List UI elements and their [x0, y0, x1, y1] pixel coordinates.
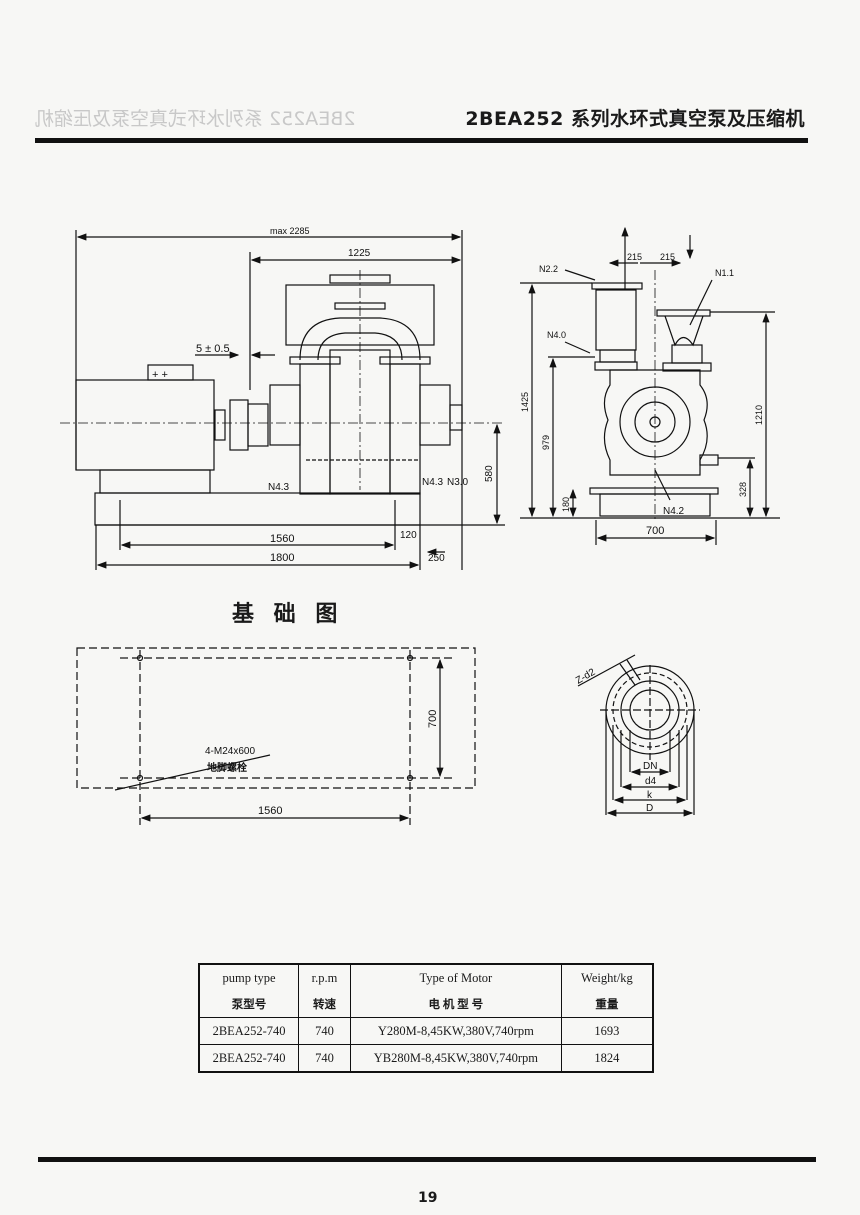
cell-rpm: 740	[298, 1017, 351, 1045]
cell-weight: 1693	[560, 1017, 654, 1045]
base-frame	[94, 492, 421, 526]
dim-max-2285: max 2285	[270, 226, 310, 236]
dim-1225: 1225	[348, 248, 371, 259]
bolt-spec: 4-M24x600	[205, 746, 255, 757]
svg-text:+ +: + +	[152, 369, 168, 381]
table-row: 2BEA252-740 740 Y280M-8,45KW,380V,740rpm…	[198, 1017, 654, 1045]
foundation-plan	[76, 647, 476, 825]
flange-z-d2: Z-d2	[574, 667, 598, 687]
dim-1425: 1425	[520, 392, 530, 412]
dim-1800: 1800	[270, 552, 294, 564]
table-header-cn: 泵型号 转速 电 机 型 号 重量	[198, 991, 654, 1018]
label-n11: N1.1	[715, 268, 734, 278]
cell-pump-type: 2BEA252-740	[198, 1044, 300, 1073]
foundation-title: 基 础 图	[232, 602, 344, 627]
cell-pump-type: 2BEA252-740	[198, 1017, 300, 1045]
label-n42: N4.2	[663, 506, 685, 517]
dim-180: 180	[561, 497, 571, 512]
dim-1210: 1210	[754, 405, 764, 425]
dim-120: 120	[400, 530, 417, 541]
pump-spec-table: pump type r.p.m Type of Motor Weight/kg …	[198, 963, 654, 1073]
dim-gap: 5 ± 0.5	[196, 343, 230, 355]
table-row: 2BEA252-740 740 YB280M-8,45KW,380V,740rp…	[198, 1044, 654, 1073]
dim-215-right: 215	[660, 252, 675, 262]
flange-k: k	[647, 790, 653, 801]
flange-d: D	[646, 803, 653, 814]
label-n43-right: N4.3	[422, 477, 444, 488]
header-rpm: r.p.m	[298, 964, 351, 991]
table-header-en: pump type r.p.m Type of Motor Weight/kg	[198, 964, 654, 991]
header-motor-cn: 电 机 型 号	[349, 991, 562, 1018]
label-n30: N3.0	[447, 477, 469, 488]
dim-979: 979	[541, 435, 551, 450]
cell-motor: YB280M-8,45KW,380V,740rpm	[349, 1044, 562, 1073]
page-title: 2BEA252 系列水环式真空泵及压缩机	[465, 108, 805, 130]
header-motor: Type of Motor	[349, 964, 562, 991]
label-n40: N4.0	[547, 330, 566, 340]
flange-dn: DN	[643, 761, 657, 772]
motor-body	[75, 379, 215, 471]
header-weight-cn: 重量	[560, 991, 654, 1018]
page-number: 19	[418, 1190, 438, 1206]
bolt-name: 地脚螺栓	[207, 761, 247, 774]
footer-rule	[38, 1157, 816, 1162]
dim-1560: 1560	[270, 533, 294, 545]
header-weight: Weight/kg	[560, 964, 654, 991]
foundation-dim-700: 700	[427, 710, 439, 728]
cell-motor: Y280M-8,45KW,380V,740rpm	[349, 1017, 562, 1045]
dim-250: 250	[428, 553, 445, 564]
front-view	[520, 226, 780, 545]
dim-580: 580	[484, 465, 495, 482]
header-rpm-cn: 转速	[298, 991, 351, 1018]
dim-700: 700	[646, 525, 664, 537]
foundation-dim-1560: 1560	[258, 805, 282, 817]
label-n22: N2.2	[539, 264, 558, 274]
dim-215-left: 215	[627, 252, 642, 262]
flange-d4: d4	[645, 776, 657, 787]
cell-weight: 1824	[560, 1044, 654, 1073]
side-view: + +	[60, 230, 505, 570]
header-pump-type-cn: 泵型号	[198, 991, 300, 1018]
header-pump-type: pump type	[198, 964, 300, 991]
cell-rpm: 740	[298, 1044, 351, 1073]
header-rule	[35, 138, 808, 143]
flange-detail	[577, 654, 700, 817]
dim-328: 328	[738, 482, 748, 497]
terminal-box	[147, 364, 194, 381]
label-n43-left: N4.3	[268, 482, 290, 493]
